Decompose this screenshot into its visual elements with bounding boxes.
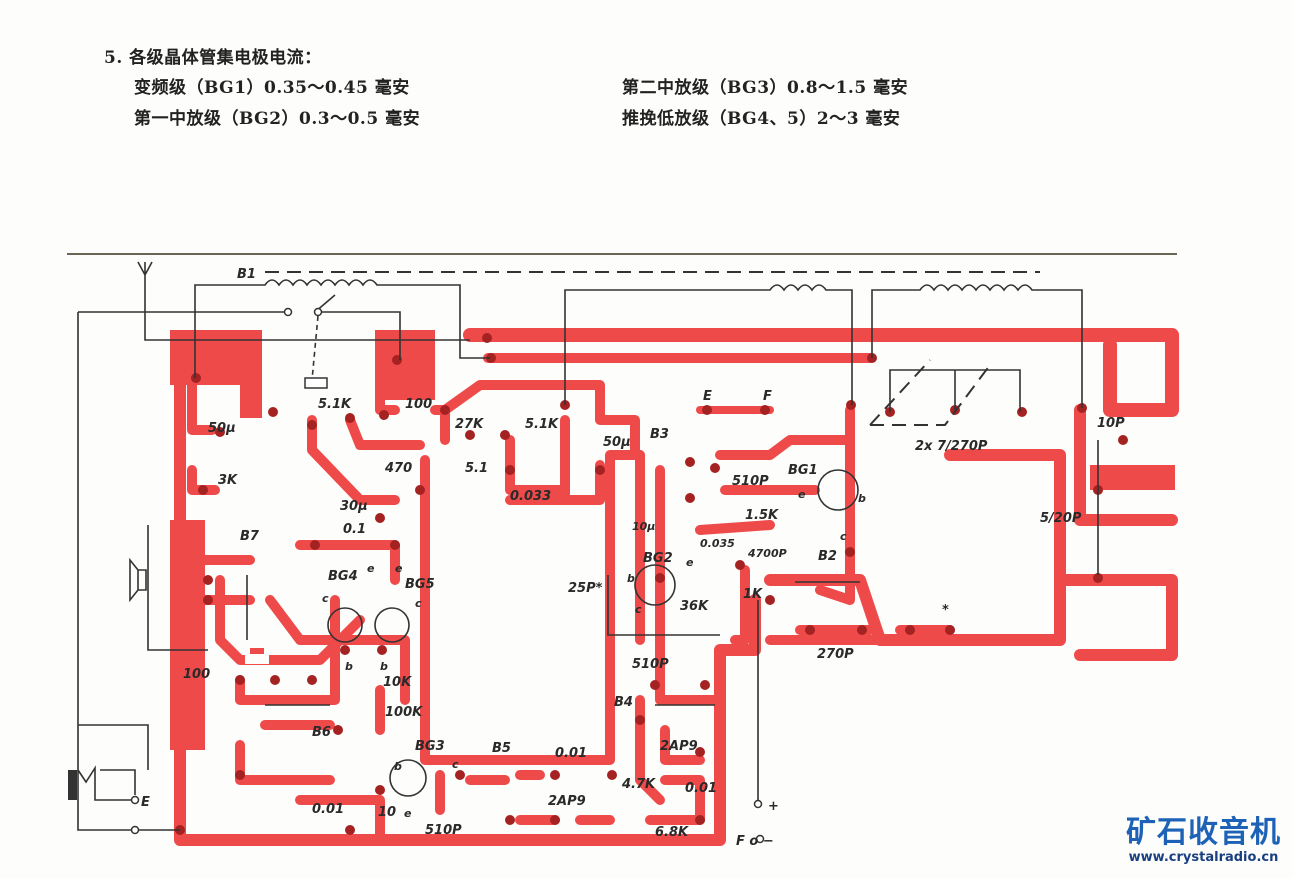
label-100-bottom: 100 — [183, 667, 210, 682]
label-bg4-e: e — [367, 562, 375, 575]
label-f-minus-terminal: F o − — [736, 834, 774, 849]
label-bg4-c: c — [322, 592, 329, 605]
label-10: 10 — [378, 805, 396, 820]
label-27k: 27K — [455, 417, 484, 432]
label-470: 470 — [384, 461, 412, 476]
label-270p: 270P — [817, 647, 854, 662]
label-510p-b3: 510P — [732, 474, 769, 489]
label-50u: 50μ — [603, 435, 631, 450]
label-b7: B7 — [240, 529, 260, 544]
current-bg3: 第二中放级（BG3）0.8～1.5 毫安 — [622, 78, 909, 98]
label-bg1-b: b — [858, 492, 866, 505]
label-b1: B1 — [237, 267, 256, 282]
label-b4: B4 — [614, 695, 633, 710]
label-bg1-c: c — [840, 530, 847, 543]
label-25p: 25P* — [568, 581, 603, 596]
label-bg3-b: b — [394, 760, 402, 773]
label-f-jumper: F — [763, 389, 772, 404]
label-1k: 1K — [743, 587, 763, 602]
watermark-name: 矿石收音机 — [1126, 815, 1281, 850]
schematic-overlay — [68, 261, 1099, 844]
label-2ap9-upper: 2AP9 — [660, 739, 698, 754]
label-e-terminal: E — [141, 795, 150, 810]
label-30u: 30μ — [340, 499, 368, 514]
label-bg2: BG2 — [643, 551, 673, 566]
label-bg2-e: e — [686, 556, 694, 569]
label-asterisk: * — [942, 603, 949, 618]
label-b3: B3 — [650, 427, 669, 442]
pcb-traces — [170, 328, 1179, 846]
label-10u: 10μ — [632, 520, 655, 533]
label-100k: 100K — [385, 705, 423, 720]
current-bg45: 推挽低放级（BG4、5）2～3 毫安 — [622, 109, 901, 129]
label-bg5-e: e — [395, 562, 403, 575]
label-bg2-b: b — [627, 572, 635, 585]
label-36k: 36K — [680, 599, 709, 614]
label-3k: 3K — [218, 473, 238, 488]
label-0-01-left: 0.01 — [312, 802, 344, 817]
label-5-1k: 5.1K — [525, 417, 559, 432]
label-2x-270p: 2x 7/270P — [915, 439, 988, 454]
label-100: 100 — [405, 397, 432, 412]
label-10p: 10P — [1097, 416, 1125, 431]
label-bg4-b: b — [345, 660, 353, 673]
label-b6: B6 — [312, 725, 331, 740]
label-5-1k-pot: 5.1K — [318, 397, 352, 412]
label-1-5k: 1.5K — [745, 508, 779, 523]
label-b5: B5 — [492, 741, 511, 756]
label-4700p: 4700P — [747, 547, 787, 560]
label-0-1: 0.1 — [343, 522, 366, 537]
label-510p-b4: 510P — [632, 657, 669, 672]
current-bg2: 第一中放级（BG2）0.3～0.5 毫安 — [134, 109, 421, 129]
label-0-01-right: 0.01 — [685, 781, 717, 796]
label-510p-bg3: 510P — [425, 823, 462, 838]
section-heading: 5. 各级晶体管集电极电流： — [104, 48, 322, 68]
label-0-033: 0.033 — [510, 489, 551, 504]
label-bg5-b: b — [380, 660, 388, 673]
component-labels: B1 5.1K 100 27K 5.1K 50μ 50μ 470 5.1 0.0… — [141, 267, 1125, 849]
label-4-7k: 4.7K — [621, 777, 656, 792]
label-0-035: 0.035 — [700, 537, 735, 550]
label-bg2-c: c — [635, 603, 642, 616]
label-50u-left: 50μ — [208, 421, 236, 436]
current-bg1: 变频级（BG1）0.35～0.45 毫安 — [134, 78, 410, 98]
label-b2: B2 — [818, 549, 837, 564]
label-bg5-c: c — [415, 597, 422, 610]
label-5-1: 5.1 — [465, 461, 488, 476]
label-bg1: BG1 — [788, 463, 818, 478]
label-bg1-e: e — [798, 488, 806, 501]
label-10k: 10K — [383, 675, 412, 690]
watermark-logo: 矿石收音机 www.crystalradio.cn — [1126, 815, 1281, 866]
label-e-jumper: E — [703, 389, 712, 404]
label-bg3: BG3 — [415, 739, 445, 754]
label-bg3-e: e — [404, 807, 412, 820]
label-bg4: BG4 — [328, 569, 358, 584]
label-6-8k: 6.8K — [655, 825, 689, 840]
pcb-pads — [175, 333, 1128, 835]
label-bg5: BG5 — [405, 577, 435, 592]
label-2ap9-lower: 2AP9 — [548, 794, 586, 809]
label-plus-terminal: + — [768, 799, 779, 814]
label-5-20p: 5/20P — [1040, 511, 1082, 526]
watermark-url: www.crystalradio.cn — [1128, 850, 1279, 865]
label-bg3-c: c — [452, 758, 459, 771]
label-0-01-b5: 0.01 — [555, 746, 587, 761]
